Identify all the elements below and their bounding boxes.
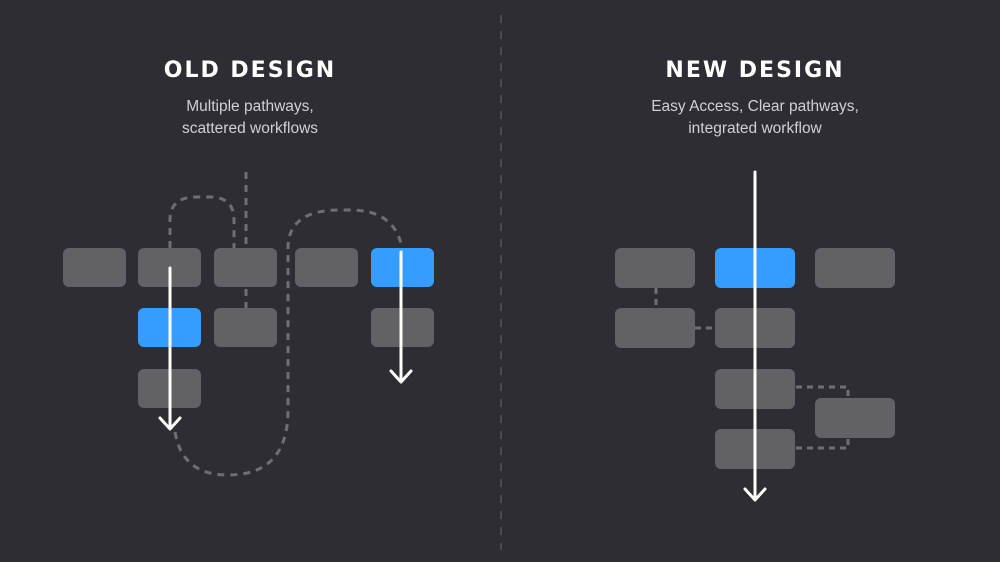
old-block-r1c4	[295, 248, 358, 287]
old-block-r2c3	[214, 308, 277, 347]
old-dashed-loop-left	[168, 195, 236, 248]
old-design-title: OLD DESIGN	[163, 58, 337, 83]
old-block-r1c1	[63, 248, 126, 287]
old-design-subtitle: Multiple pathways, scattered workflows	[50, 96, 450, 140]
new-block-r2c1	[615, 308, 695, 348]
new-arrow	[743, 170, 767, 502]
new-design-subtitle-line2: integrated workflow	[688, 120, 822, 137]
old-arrow-right	[389, 250, 413, 384]
old-dashed-long-curve	[173, 208, 404, 477]
old-design-subtitle-line1: Multiple pathways,	[186, 98, 314, 115]
new-design-title: NEW DESIGN	[665, 58, 845, 83]
new-block-side	[815, 398, 895, 438]
old-design-subtitle-line2: scattered workflows	[181, 120, 319, 137]
old-blocks	[63, 248, 434, 408]
new-block-r1c3	[815, 248, 895, 288]
old-dashed-paths	[168, 172, 404, 477]
new-connector-lower-side	[796, 437, 850, 450]
old-arrows	[158, 250, 413, 431]
new-design-subtitle-line1: Easy Access, Clear pathways,	[651, 98, 859, 115]
new-dashed-connectors	[654, 288, 850, 450]
old-block-r1c3	[214, 248, 277, 287]
old-arrow-left	[158, 266, 182, 431]
new-design-subtitle: Easy Access, Clear pathways, integrated …	[555, 96, 955, 140]
new-block-r1c1	[615, 248, 695, 288]
new-connector-upper-side	[796, 385, 850, 398]
